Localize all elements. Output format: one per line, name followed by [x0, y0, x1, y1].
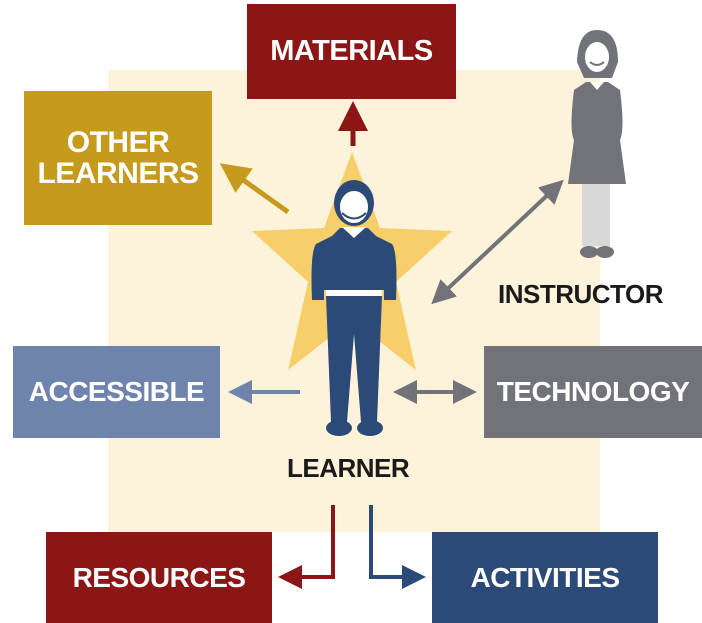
instructor-figure-icon — [568, 30, 626, 258]
other-learners-label-line2: LEARNERS — [37, 157, 199, 190]
accessible-label: ACCESSIBLE — [28, 376, 205, 408]
technology-box: TECHNOLOGY — [484, 346, 702, 438]
technology-label: TECHNOLOGY — [496, 376, 690, 408]
arrow-learner-instructor — [431, 179, 564, 305]
resources-label: RESOURCES — [72, 561, 246, 593]
arrow-to-resources — [278, 505, 335, 589]
arrow-to-other-learners — [219, 163, 290, 215]
learner-label: LEARNER — [287, 453, 410, 483]
arrow-to-activities — [369, 505, 426, 589]
resources-box: RESOURCES — [46, 532, 272, 623]
other-learners-label-line1: OTHER — [66, 125, 170, 159]
activities-box: ACTIVITIES — [432, 532, 658, 623]
activities-label: ACTIVITIES — [470, 561, 620, 593]
other-learners-box: OTHER LEARNERS — [24, 91, 212, 225]
instructor-label: INSTRUCTOR — [498, 279, 663, 309]
learner-figure-icon — [311, 180, 397, 436]
accessible-box: ACCESSIBLE — [13, 346, 220, 438]
materials-label: MATERIALS — [270, 35, 433, 68]
materials-box: MATERIALS — [247, 4, 456, 99]
